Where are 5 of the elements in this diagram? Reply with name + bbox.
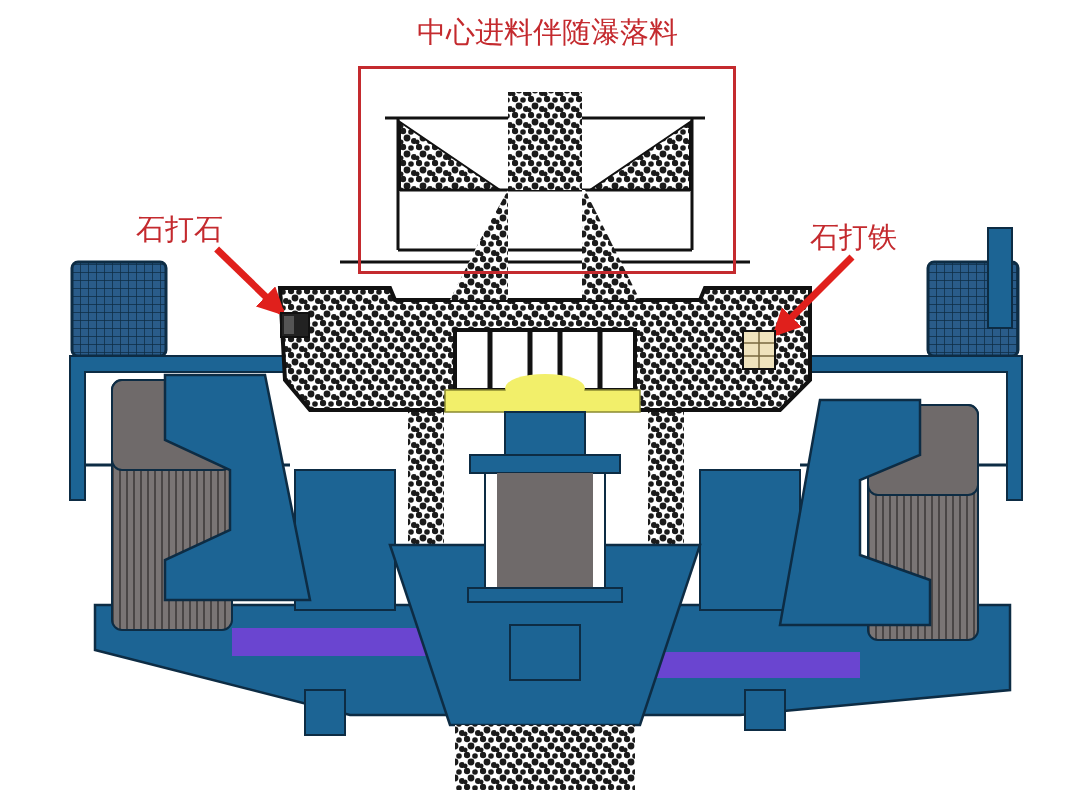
callout-label: 石打石: [136, 212, 223, 246]
arrow: [214, 246, 286, 316]
heading: 中心进料伴随瀑落料: [415, 14, 679, 50]
callout-label: 石打铁: [810, 220, 897, 254]
arrow: [772, 254, 855, 337]
